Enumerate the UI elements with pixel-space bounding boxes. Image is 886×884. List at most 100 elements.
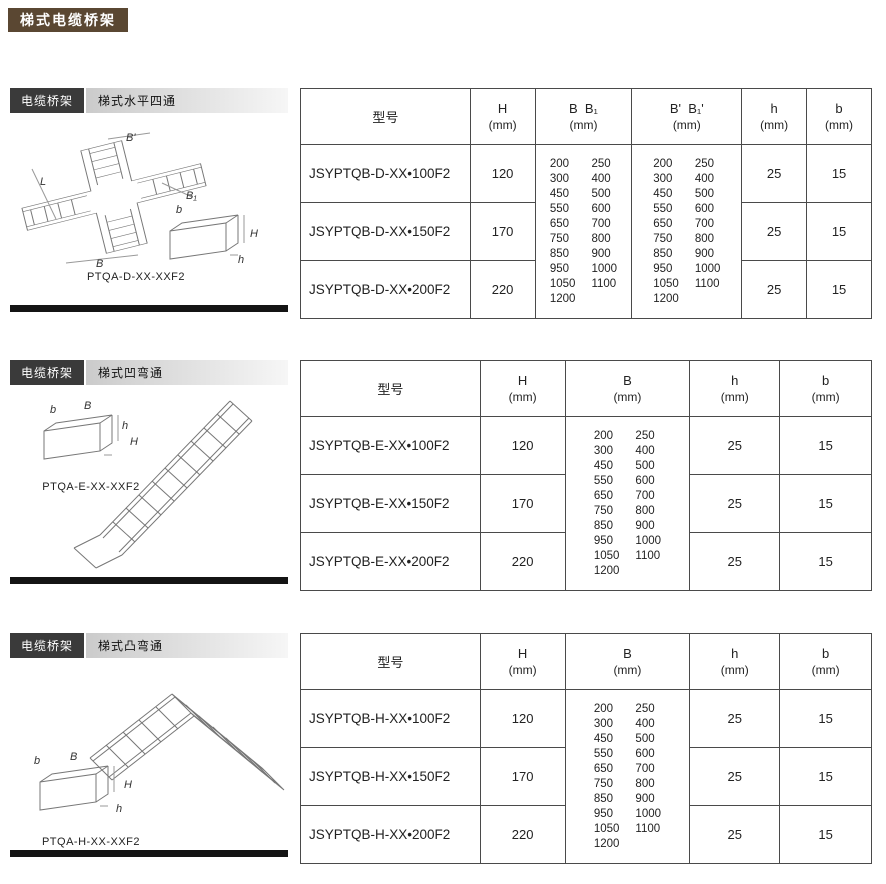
section-subtitle: 梯式凹弯通 xyxy=(86,360,288,385)
col-H-unit: (mm) xyxy=(508,390,537,404)
col-H: H(mm) xyxy=(469,88,536,145)
section-divider-bar xyxy=(10,577,288,584)
dim-label-L: L xyxy=(40,176,47,188)
Bprime-values-cell: 200 300 450 550 650 750 850 950 1050 120… xyxy=(631,144,743,319)
col-B: B(mm) xyxy=(564,360,691,417)
col-h-unit: (mm) xyxy=(760,118,789,132)
table-header-row: 型号 H(mm) B(mm) h(mm) b(mm) xyxy=(300,633,872,690)
tab-label: 电缆桥架 xyxy=(10,633,84,658)
convex-bend-lines xyxy=(39,693,285,811)
B-values-cell: 200 300 450 550 650 750 850 950 1050 120… xyxy=(564,416,691,591)
h-cell: 25 xyxy=(741,260,808,319)
col-model-label: 型号 xyxy=(377,382,404,397)
model-cell: JSYPTQB-E-XX•150F2 xyxy=(300,474,481,533)
col-b-label: b xyxy=(835,101,843,116)
table-row: JSYPTQB-E-XX•100F2 120 200 300 450 550 6… xyxy=(300,416,872,591)
h-cell: 25 xyxy=(741,144,808,203)
col-H-label: H xyxy=(517,373,528,388)
h-cell: 25 xyxy=(689,474,781,533)
dim-label-b: b xyxy=(34,755,41,767)
table-header-row: 型号 H(mm) B B₁ (mm) B' B₁'(mm) h (mm) b (mm) xyxy=(300,88,872,145)
h-cell: 25 xyxy=(689,805,781,864)
col-model-label: 型号 xyxy=(377,655,404,670)
table-row: JSYPTQB-E-XX•200F2 220 25 15 xyxy=(300,532,872,591)
b-cell: 15 xyxy=(806,260,872,319)
B-values-cell: 200 300 450 550 650 750 850 950 1050 120… xyxy=(564,689,691,864)
section-header-bar: 电缆桥架 梯式凹弯通 xyxy=(10,360,288,385)
col-H-label: H xyxy=(517,646,528,661)
dim-label-B: B xyxy=(84,400,92,412)
spec-table-convex: 型号 H(mm) B(mm) h(mm) b(mm) JSYPTQB-H-XX•… xyxy=(300,633,872,864)
model-cell: JSYPTQB-H-XX•100F2 xyxy=(300,689,481,748)
model-cell: JSYPTQB-D-XX•100F2 xyxy=(300,144,471,203)
col-B: B(mm) xyxy=(564,633,691,690)
B-values-col1: 200 300 450 550 650 750 850 950 1050 120… xyxy=(593,429,620,577)
Bprime-values-col1: 200 300 450 550 650 750 850 950 1050 120… xyxy=(653,157,679,305)
col-b: b (mm) xyxy=(779,360,872,417)
b-cell: 15 xyxy=(779,689,872,748)
dim-label-b: b xyxy=(176,204,183,216)
col-h: h(mm) xyxy=(689,633,781,690)
h-cell: 25 xyxy=(689,416,781,475)
col-b-unit: (mm) xyxy=(825,118,854,132)
dim-label-H: H xyxy=(250,228,258,240)
dim-label-b: b xyxy=(50,404,57,416)
section-subtitle: 梯式凸弯通 xyxy=(86,633,288,658)
b-cell: 15 xyxy=(779,805,872,864)
H-cell: 170 xyxy=(479,747,566,806)
spec-table-concave: 型号 H(mm) B(mm) h(mm) b(mm) JSYPTQB-E-XX•… xyxy=(300,360,872,591)
dim-label-h: h xyxy=(122,420,129,432)
table-header-row: 型号 H(mm) B(mm) h(mm) b(mm) xyxy=(300,360,872,417)
tab-label: 电缆桥架 xyxy=(10,88,84,113)
col-model: 型号 xyxy=(300,360,481,417)
col-H: H(mm) xyxy=(479,633,566,690)
col-b-label: b xyxy=(821,373,830,388)
dim-label-B': B' xyxy=(126,132,136,144)
Bprime-values-col2: 250 400 500 600 700 800 900 1000 1100 xyxy=(694,157,721,290)
model-cell: JSYPTQB-H-XX•200F2 xyxy=(300,805,481,864)
cross-tray-illustration xyxy=(21,132,245,264)
H-cell: 120 xyxy=(479,416,566,475)
spec-table-cross: 型号 H(mm) B B₁ (mm) B' B₁'(mm) h (mm) b (mm)… xyxy=(300,88,872,319)
b-cell: 15 xyxy=(806,144,872,203)
model-cell: JSYPTQB-E-XX•200F2 xyxy=(300,532,481,591)
col-H: H (mm) xyxy=(479,360,566,417)
col-model-label: 型号 xyxy=(372,110,399,125)
dim-label-B₁: B₁ xyxy=(186,190,197,202)
H-cell: 170 xyxy=(479,474,566,533)
H-cell: 220 xyxy=(469,260,536,319)
b-cell: 15 xyxy=(779,747,872,806)
col-Bp-B1p: B' B₁'(mm) xyxy=(631,88,743,145)
H-cell: 120 xyxy=(479,689,566,748)
B-values-col1: 200 300 450 550 650 750 850 950 1050 120… xyxy=(593,702,620,850)
col-h-label: h xyxy=(770,101,778,116)
table-row: JSYPTQB-E-XX•150F2 170 25 15 xyxy=(300,474,872,533)
model-cell: JSYPTQB-D-XX•200F2 xyxy=(300,260,471,319)
H-cell: 220 xyxy=(479,805,566,864)
dim-label-h: h xyxy=(238,254,245,266)
table-row: JSYPTQB-H-XX•150F2 170 25 15 xyxy=(300,747,872,806)
tab-label: 电缆桥架 xyxy=(10,360,84,385)
convex-bend-illustration xyxy=(39,693,285,811)
drawing-caption: PTQA-H-XX-XXF2 xyxy=(41,836,141,848)
B-values-col2: 250 400 500 600 700 800 900 1000 1100 xyxy=(591,157,618,290)
b-cell: 15 xyxy=(779,416,872,475)
table-row: JSYPTQB-D-XX•200F2 220 25 15 xyxy=(300,260,872,319)
col-Bp-label: B' B₁' xyxy=(669,101,704,116)
col-H-label: H xyxy=(497,101,508,116)
col-B-label: B B₁ xyxy=(568,101,598,116)
dim-label-B: B xyxy=(96,258,104,270)
col-h: h (mm) xyxy=(741,88,808,145)
col-B-label: B xyxy=(623,646,632,661)
col-b: b(mm) xyxy=(779,633,872,690)
table-row: JSYPTQB-D-XX•100F2 120 200 300 450 550 6… xyxy=(300,144,872,319)
b-cell: 15 xyxy=(806,202,872,261)
col-b-unit: (mm) xyxy=(811,390,840,404)
h-cell: 25 xyxy=(689,689,781,748)
H-cell: 120 xyxy=(469,144,536,203)
col-model: 型号 xyxy=(300,88,471,145)
table-row: JSYPTQB-H-XX•100F2 120 200 300 450 550 6… xyxy=(300,689,872,864)
